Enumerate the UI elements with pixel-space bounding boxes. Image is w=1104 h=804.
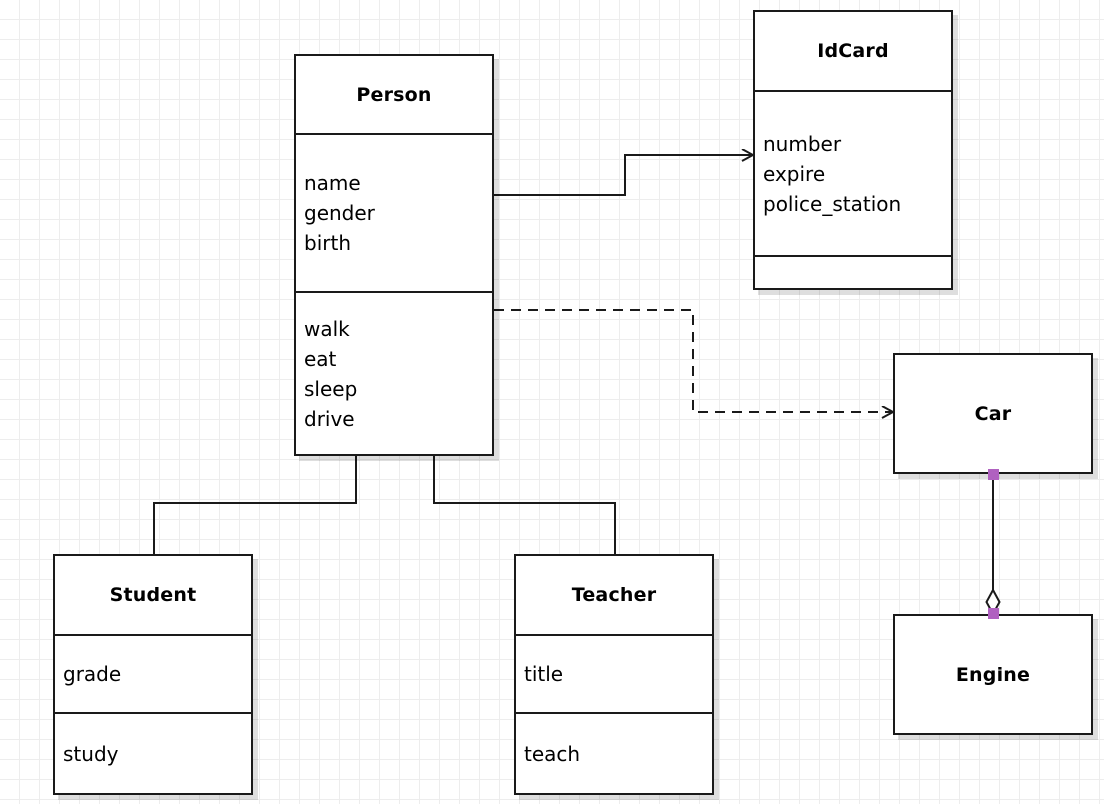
- class-name-label: IdCard: [817, 40, 889, 62]
- class-box-teacher[interactable]: Teacher title teach: [514, 554, 714, 795]
- attribute-item: police_station: [763, 191, 902, 216]
- class-name-student: Student: [55, 556, 251, 634]
- class-name-label: Car: [974, 402, 1012, 425]
- edge-handle-engine-end[interactable]: [988, 608, 999, 619]
- class-name-person: Person: [296, 56, 492, 133]
- attribute-item: birth: [304, 231, 351, 255]
- class-name-label: Teacher: [571, 584, 657, 606]
- edge-student-person[interactable]: [153, 456, 356, 554]
- attributes-idcard: number expire police_station: [755, 90, 951, 255]
- edge-teacher-person[interactable]: [434, 456, 616, 554]
- operations-person: walk eat sleep drive: [296, 291, 492, 454]
- operation-item: sleep: [304, 376, 358, 401]
- attribute-item: title: [524, 662, 564, 686]
- class-name-teacher: Teacher: [516, 556, 712, 634]
- operations-student: study: [55, 712, 251, 793]
- operation-item: eat: [304, 346, 337, 371]
- class-name-idcard: IdCard: [755, 12, 951, 90]
- operation-item: walk: [304, 316, 350, 341]
- edge-person-idcard[interactable]: [494, 155, 753, 196]
- class-box-student[interactable]: Student grade study: [53, 554, 253, 795]
- class-name-label: Student: [109, 584, 197, 606]
- class-name-label: Person: [356, 83, 432, 106]
- edge-person-car[interactable]: [494, 309, 893, 412]
- class-box-car[interactable]: Car: [893, 353, 1093, 474]
- class-name-engine: Engine: [895, 616, 1091, 733]
- class-name-label: Engine: [955, 663, 1031, 686]
- class-box-idcard[interactable]: IdCard number expire police_station: [753, 10, 953, 290]
- attributes-person: name gender birth: [296, 133, 492, 291]
- attribute-item: name: [304, 171, 361, 195]
- attributes-teacher: title: [516, 634, 712, 712]
- attribute-item: number: [763, 131, 842, 156]
- class-box-engine[interactable]: Engine: [893, 614, 1093, 735]
- attribute-item: gender: [304, 201, 375, 225]
- operation-item: teach: [524, 741, 581, 766]
- operations-teacher: teach: [516, 712, 712, 793]
- operation-item: drive: [304, 406, 355, 431]
- attributes-student: grade: [55, 634, 251, 712]
- class-name-car: Car: [895, 355, 1091, 472]
- attribute-item: grade: [63, 662, 122, 686]
- attribute-item: expire: [763, 161, 826, 186]
- operation-item: study: [63, 741, 119, 766]
- class-box-person[interactable]: Person name gender birth walk eat sleep …: [294, 54, 494, 456]
- edge-handle-car-end[interactable]: [988, 469, 999, 480]
- operations-idcard: [755, 255, 951, 288]
